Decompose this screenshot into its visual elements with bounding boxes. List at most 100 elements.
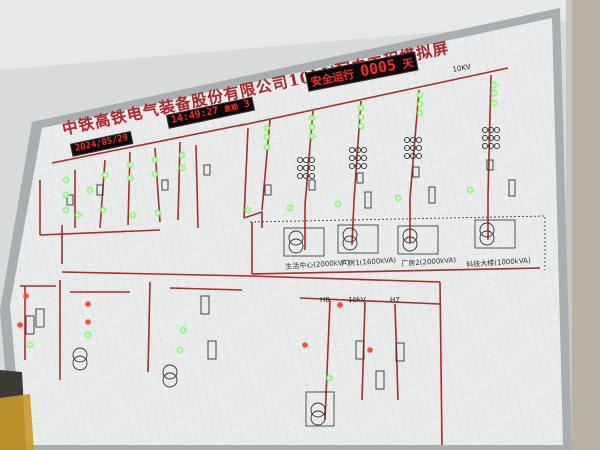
transformer-1-coil-a <box>288 230 304 246</box>
feeder <box>147 281 151 373</box>
ct-coil <box>409 152 417 160</box>
ct-coil <box>415 144 423 152</box>
breaker-6 <box>203 164 211 176</box>
indicator-lamp-core <box>418 102 422 106</box>
ct-coil <box>481 126 489 134</box>
indicator-lamp-core <box>418 93 422 97</box>
indicator-lamp-core <box>101 208 105 212</box>
ct-coil <box>409 144 417 152</box>
indicator-lamp-red <box>17 322 23 328</box>
ct-coil <box>296 172 304 180</box>
indicator-lamp-core <box>88 188 92 192</box>
transformer-box-4 <box>474 219 516 249</box>
feeder-h8-label: H8 <box>320 296 330 304</box>
ct-coil <box>493 134 501 142</box>
h8-branch <box>361 301 366 401</box>
ct-coil <box>296 156 304 164</box>
breaker-3 <box>356 172 364 184</box>
bus-section <box>195 144 199 229</box>
ct-coil <box>354 154 362 162</box>
ct-coil <box>487 134 495 142</box>
ct-coil <box>302 164 310 172</box>
indicator-lamp-core <box>310 116 314 120</box>
indicator-lamp-core <box>64 193 68 197</box>
breaker-4 <box>412 166 420 178</box>
indicator-lamp-red <box>23 293 29 299</box>
lower-bus-a <box>61 271 251 277</box>
ct-coil <box>348 162 356 170</box>
transformer-2-coil-b <box>342 235 358 251</box>
indicator-lamp-core <box>181 328 185 332</box>
ct-coil <box>481 142 489 150</box>
fuse-3 <box>364 191 372 209</box>
lower-transformer-2-coil-a <box>72 347 88 363</box>
ct-coil <box>354 146 362 154</box>
indicator-lamp-core <box>492 101 496 105</box>
foreground-handrail <box>0 394 34 450</box>
transformer-4-coil-b <box>479 230 495 246</box>
lower-transformer-3-coil-b <box>310 410 326 426</box>
indicator-lamp-core <box>492 91 496 95</box>
fuse-2 <box>508 179 516 197</box>
indicator-lamp-core <box>265 135 269 139</box>
left-bus <box>51 123 247 164</box>
ct-coil <box>302 172 310 180</box>
net <box>39 229 161 236</box>
ct-coil <box>308 164 316 172</box>
lower-transformer-1-coil-b <box>162 372 178 388</box>
transformer-box-2 <box>337 224 379 254</box>
ct-coil <box>354 162 362 170</box>
indicator-lamp-core <box>64 208 68 212</box>
indicator-lamp-core <box>246 208 250 212</box>
ct-coil <box>360 162 368 170</box>
lower-transformer-1-coil-a <box>162 364 178 380</box>
indicator-lamp-core <box>156 211 160 215</box>
equipment-symbols <box>25 126 546 427</box>
indicator-lamp-core <box>359 115 363 119</box>
transformer-box-1 <box>283 227 325 257</box>
indicator-lamp-core <box>265 126 269 130</box>
ct-coil <box>403 144 411 152</box>
indicator-lamp-red <box>85 319 91 325</box>
ct-coil <box>296 164 304 172</box>
ct-coil <box>415 152 423 160</box>
switch-7 <box>35 308 45 328</box>
feeder-bar <box>169 287 243 291</box>
door <box>572 0 600 450</box>
feeder-h7-label: H7 <box>390 296 400 304</box>
transformer-3-coil-a <box>402 228 418 244</box>
indicator-lamp-red <box>367 347 373 353</box>
h7-feeder <box>394 303 399 401</box>
indicator-lamp-core <box>492 83 496 87</box>
branch <box>351 199 355 246</box>
upper-feeder-4 <box>409 89 420 199</box>
transformer-box-3 <box>397 225 439 255</box>
ct-coil <box>493 126 501 134</box>
ct-coil <box>403 152 411 160</box>
bus-tie-down <box>243 127 249 219</box>
breaker-7 <box>161 179 169 191</box>
indicator-lamp-core <box>178 348 182 352</box>
indicator-lamp-core <box>359 124 363 128</box>
clock-weekday-label: 星期 <box>223 102 239 114</box>
indicator-lamp-core <box>359 106 363 110</box>
ct-coil <box>302 156 310 164</box>
switch-2 <box>395 342 405 362</box>
switch-4 <box>207 340 217 360</box>
indicator-lamp-core <box>131 213 135 217</box>
ct-coil <box>487 126 495 134</box>
ct-coil <box>487 142 495 150</box>
switch-1 <box>355 340 365 360</box>
status-indicators <box>17 80 499 383</box>
load-bus <box>251 267 541 275</box>
transformer-2-coil-a <box>342 227 358 243</box>
ceiling <box>0 0 600 70</box>
indicator-lamp-core <box>418 111 422 115</box>
indicator-lamp-core <box>310 134 314 138</box>
indicator-lamp-core <box>128 163 132 167</box>
indicator-lamp-core <box>153 158 157 162</box>
breaker-8 <box>96 184 104 196</box>
days-unit: 天 <box>401 56 415 72</box>
transformer-3-coil-b <box>402 236 418 252</box>
switch-6 <box>25 315 35 335</box>
